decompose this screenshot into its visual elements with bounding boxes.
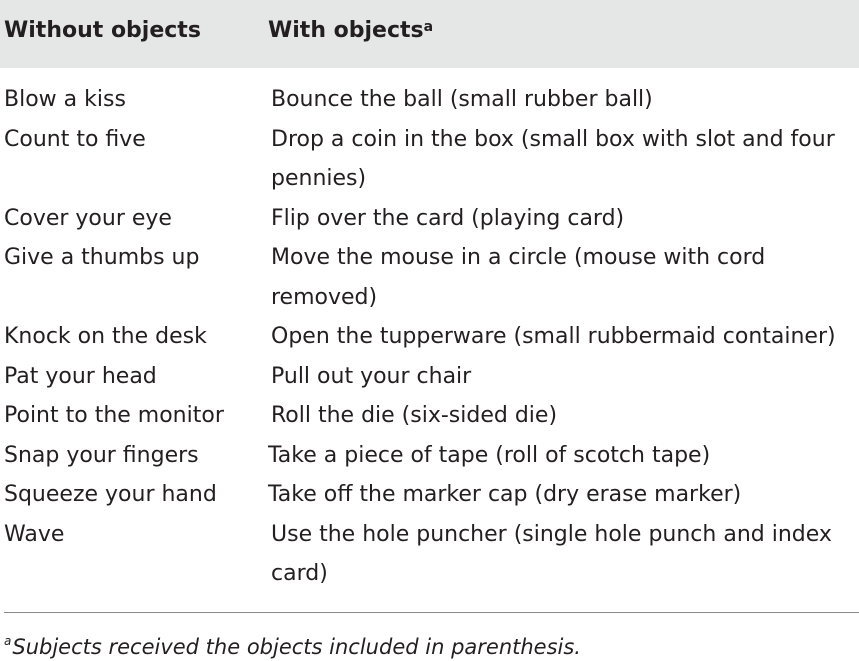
cell-without-objects: Knock on the desk	[4, 324, 207, 349]
table-row: Knock on the desk Open the tupperware (sm…	[0, 317, 859, 357]
cell-line: Move the mouse in a circle (mouse with c…	[271, 245, 766, 270]
table-footnote: aSubjects received the objects included …	[4, 633, 581, 661]
cell-line: Flip over the card (playing card)	[271, 205, 625, 231]
column-header-label: With objects	[268, 18, 424, 43]
cell-with-objects: Drop a coin in the box (small box with s…	[271, 120, 859, 199]
cell-without-objects: Cover your eye	[4, 205, 172, 231]
cell-line: Drop a coin in the box (small box with s…	[271, 126, 835, 152]
table-row: Snap your fingers Take a piece of tape (r…	[0, 436, 859, 476]
cell-with-objects: Open the tupperware (small rubbermaid co…	[271, 317, 859, 357]
table-row: Give a thumbs up Move the mouse in a circ…	[0, 238, 859, 317]
cell-line: Use the hole puncher (single hole punch …	[271, 521, 832, 547]
footnote-text: Subjects received the objects included i…	[12, 635, 581, 659]
cell-line: Pull out your chair	[271, 363, 472, 389]
cell-without-objects: Wave	[4, 521, 65, 547]
table-row: Cover your eye Flip over the card (playin…	[0, 199, 859, 239]
table-row: Wave Use the hole puncher (single hole pu…	[0, 515, 859, 594]
table-row: Point to the monitor Roll the die (six-si…	[0, 396, 859, 436]
cell-with-objects: Bounce the ball (small rubber ball)	[271, 80, 859, 120]
cell-line: Take a piece of tape (roll of scotch tap…	[268, 442, 711, 468]
cell-without-objects: Point to the monitor	[4, 403, 224, 428]
cell-with-objects: Roll the die (six-sided die)	[271, 396, 859, 436]
cell-without-objects: Squeeze your hand	[4, 482, 217, 507]
cell-with-objects: Take a piece of tape (roll of scotch tap…	[268, 436, 856, 476]
column-header-with-objects: With objectsa	[268, 17, 433, 45]
cell-without-objects: Count to five	[4, 126, 146, 152]
column-header-label: Without objects	[4, 18, 201, 43]
cell-with-objects: Take off the marker cap (dry erase marke…	[268, 475, 856, 515]
table-bottom-rule	[4, 612, 859, 613]
table-row: Blow a kiss Bounce the ball (small rubber…	[0, 80, 859, 120]
cell-line: Take off the marker cap (dry erase marke…	[268, 482, 742, 507]
table-row: Pat your head Pull out your chair	[0, 357, 859, 397]
cell-line: Open the tupperware (small rubbermaid co…	[271, 324, 836, 349]
footnote-marker: a	[423, 19, 434, 35]
cell-without-objects: Snap your fingers	[4, 442, 199, 468]
cell-without-objects: Give a thumbs up	[4, 245, 200, 270]
cell-with-objects: Flip over the card (playing card)	[271, 199, 859, 239]
cell-line: card)	[271, 561, 328, 586]
cell-line: pennies)	[271, 166, 367, 191]
table-header: Without objects With objectsa	[0, 0, 859, 68]
column-header-without-objects: Without objects	[4, 17, 201, 45]
cell-line: Roll the die (six-sided die)	[271, 403, 558, 428]
cell-with-objects: Pull out your chair	[271, 357, 859, 397]
cell-with-objects: Move the mouse in a circle (mouse with c…	[271, 238, 859, 317]
cell-line: Bounce the ball (small rubber ball)	[271, 87, 653, 112]
cell-with-objects: Use the hole puncher (single hole punch …	[271, 515, 859, 594]
cell-without-objects: Pat your head	[4, 363, 157, 389]
cell-line: removed)	[271, 284, 378, 310]
table-row: Count to five Drop a coin in the box (sma…	[0, 120, 859, 199]
footnote-marker: a	[4, 634, 12, 648]
cell-without-objects: Blow a kiss	[4, 87, 126, 112]
table-row: Squeeze your hand Take off the marker cap…	[0, 475, 859, 515]
